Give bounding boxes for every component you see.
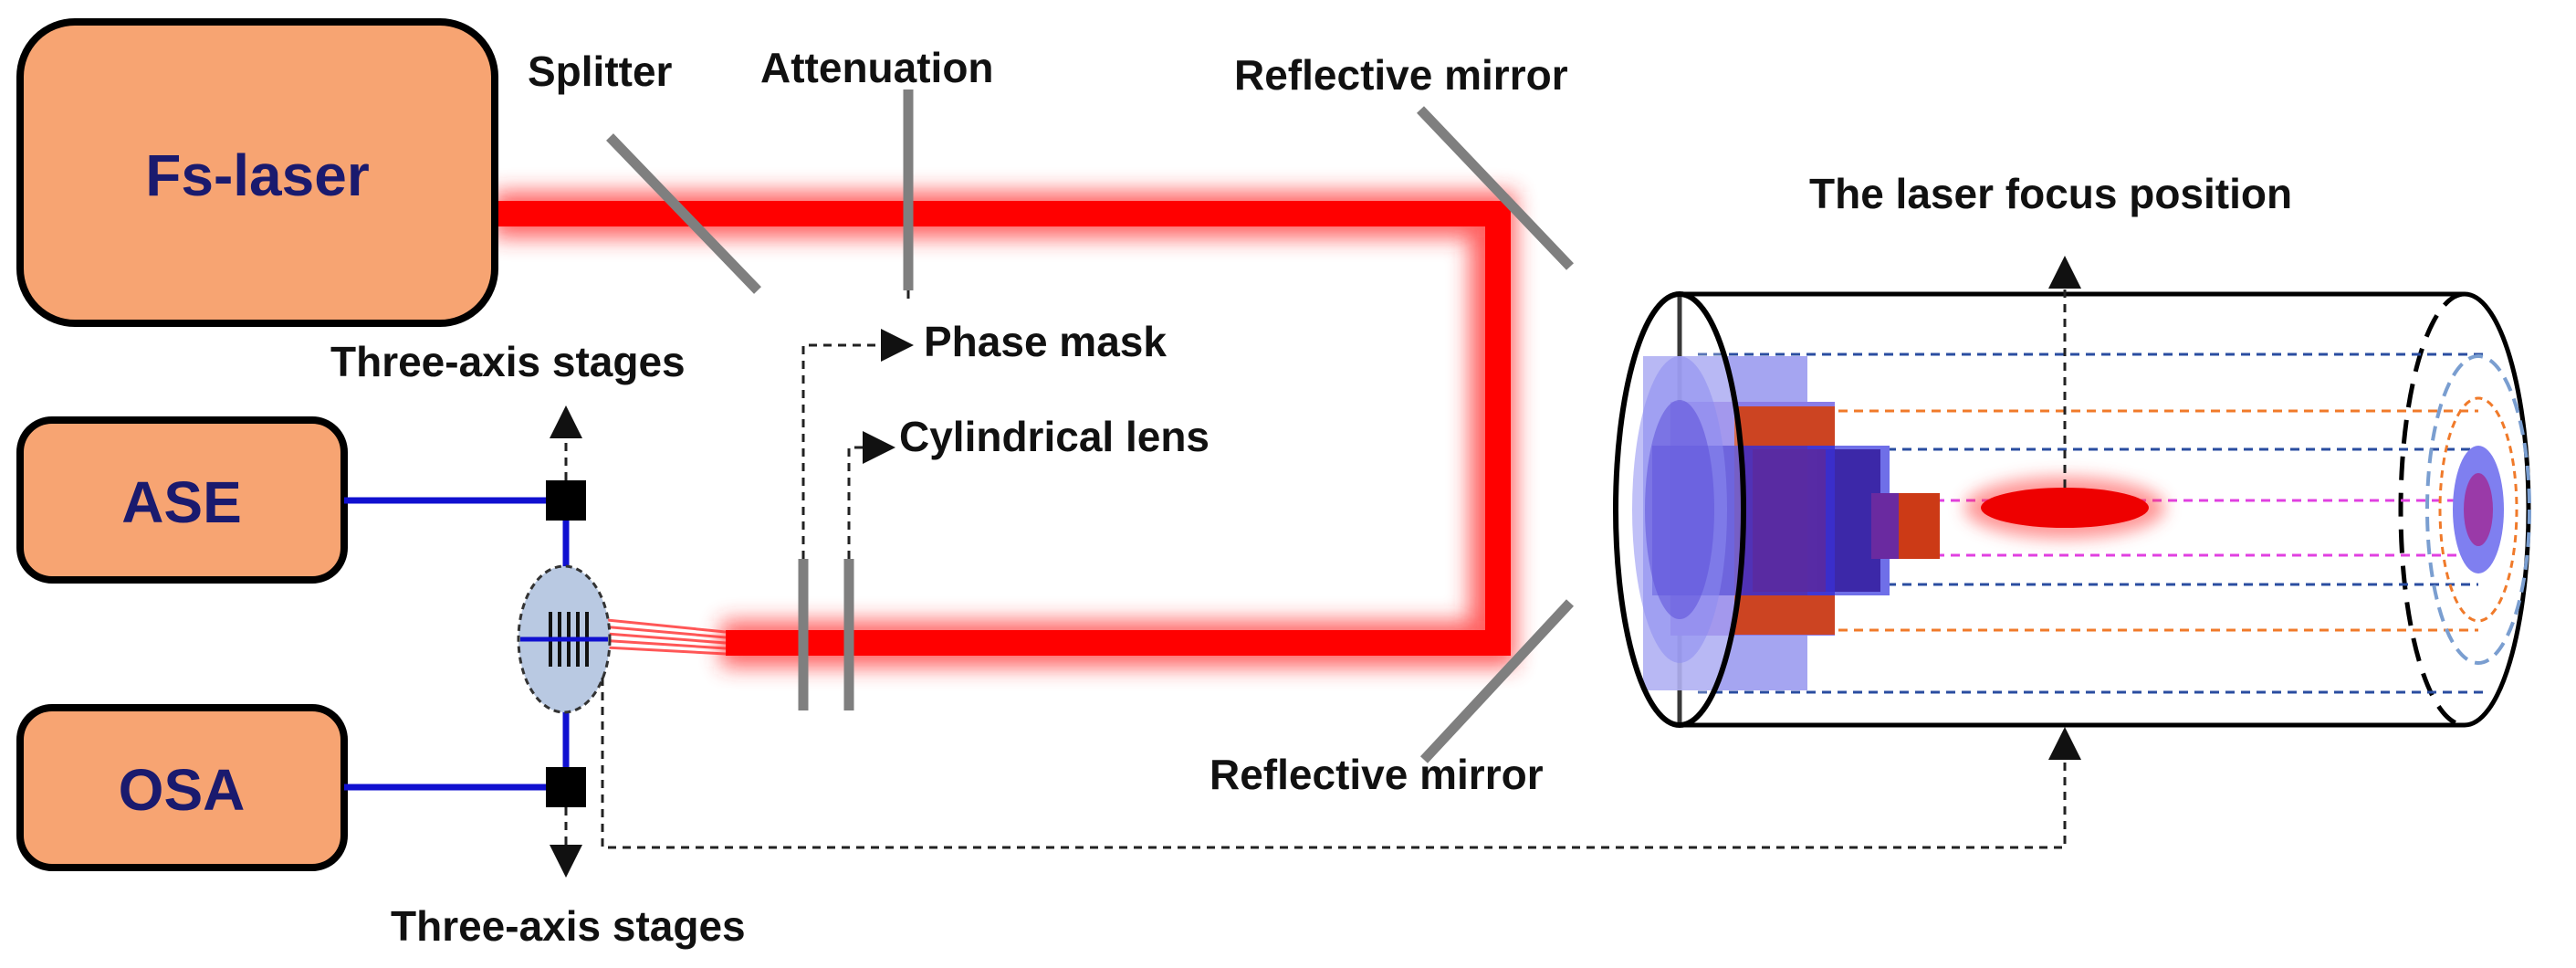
phase-mask-leader [801,329,914,559]
fiber-cylinder [1613,291,2531,728]
ase-label: ASE [121,469,242,535]
stage-block-bottom [546,767,586,807]
fiber-grating-clamp [517,564,612,714]
fs-laser-label: Fs-laser [145,142,369,208]
stages-top-label: Three-axis stages [330,338,686,385]
ase-box: ASE [16,416,348,584]
osa-box: OSA [16,704,348,871]
attenuation-label: Attenuation [760,44,994,91]
stage-block-top [546,480,586,521]
reflective-mirror-top-label: Reflective mirror [1234,51,1568,99]
osa-label: OSA [119,757,246,823]
fs-laser-box: Fs-laser [16,18,498,327]
reflective-mirror-bottom-label: Reflective mirror [1209,751,1544,798]
focus-position-label: The laser focus position [1809,170,2292,217]
splitter-label: Splitter [528,47,673,95]
beam-vertical [1485,201,1511,644]
reflective-mirror-bottom [1419,599,1575,763]
reflective-mirror-top [1417,106,1574,270]
cylindrical-lens-label: Cylindrical lens [899,413,1209,460]
phase-mask-label: Phase mask [924,318,1167,365]
laser-focus-spot [1981,488,2149,528]
beam-bottom-horizontal [726,630,1511,656]
beam-top-horizontal [497,201,1511,226]
stages-bottom-label: Three-axis stages [391,902,746,950]
splitter-optic [606,133,761,294]
cylindrical-lens-leader [847,431,895,559]
